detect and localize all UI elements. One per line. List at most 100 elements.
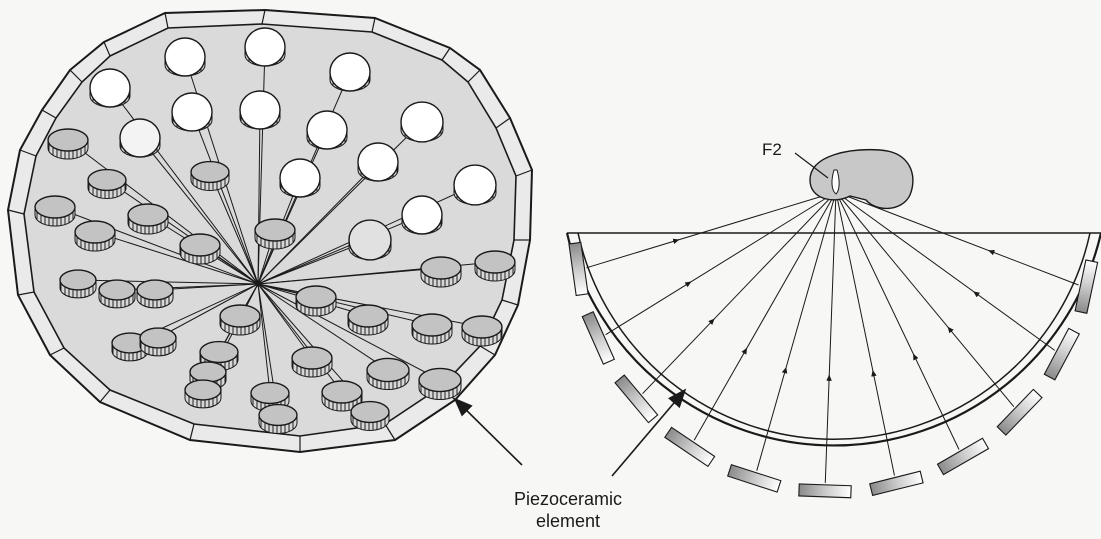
section-element-body xyxy=(997,389,1042,435)
callout-label-line2: element xyxy=(536,511,600,531)
beam-arrow-9 xyxy=(948,327,952,331)
piezo-element-face xyxy=(60,270,96,290)
section-element-body xyxy=(1075,260,1098,313)
piezo-element-26 xyxy=(99,280,135,308)
beam-arrow-8 xyxy=(913,354,915,359)
section-element-7 xyxy=(870,471,923,495)
piezo-element-face xyxy=(185,380,221,400)
piezo-element-22 xyxy=(180,234,220,264)
section-element-body xyxy=(799,484,851,498)
piezo-element-17 xyxy=(128,204,168,234)
section-element-body xyxy=(728,465,781,492)
piezo-element-44 xyxy=(351,402,389,431)
piezo-element-7 xyxy=(307,111,347,149)
piezo-element-11 xyxy=(191,162,229,191)
section-element-2 xyxy=(582,312,614,364)
piezo-element-4 xyxy=(90,69,130,107)
piezo-element-20 xyxy=(402,196,442,234)
piezo-element-face xyxy=(90,69,130,107)
section-element-9 xyxy=(997,389,1042,435)
piezo-element-face xyxy=(120,119,160,157)
piezo-element-14 xyxy=(454,165,496,205)
piezo-element-face xyxy=(358,143,398,181)
piezo-element-27 xyxy=(137,280,173,308)
piezo-element-face xyxy=(191,162,229,183)
piezo-element-1 xyxy=(165,38,205,76)
focus-label: F2 xyxy=(762,140,782,159)
piezo-element-face xyxy=(292,347,332,369)
piezo-element-23 xyxy=(421,257,461,287)
bowl-cross-section: F2 xyxy=(567,140,1101,498)
piezo-element-face xyxy=(180,234,220,256)
piezo-element-19 xyxy=(349,220,391,260)
piezo-element-37 xyxy=(367,358,409,389)
piezo-element-face xyxy=(245,28,285,66)
piezo-element-43 xyxy=(259,405,297,434)
piezo-element-8 xyxy=(401,102,443,142)
beam-4 xyxy=(694,192,836,440)
piezo-element-6 xyxy=(240,91,280,129)
section-element-6 xyxy=(799,484,851,498)
piezo-element-5 xyxy=(172,93,212,131)
piezo-element-face xyxy=(419,368,461,391)
piezo-element-32 xyxy=(462,316,502,346)
beam-arrow-5 xyxy=(784,368,786,374)
piezo-element-face xyxy=(140,328,176,348)
piezo-element-16 xyxy=(88,170,126,199)
beam-7 xyxy=(836,192,894,476)
piezo-element-38 xyxy=(419,368,461,399)
section-element-5 xyxy=(728,465,781,492)
piezo-element-31 xyxy=(412,314,452,344)
section-element-body xyxy=(1044,328,1079,380)
piezo-element-face xyxy=(348,305,388,327)
piezo-element-10 xyxy=(120,119,160,157)
piezo-element-face xyxy=(137,280,173,300)
piezo-element-36 xyxy=(292,347,332,377)
piezo-element-face xyxy=(220,305,260,327)
section-element-11 xyxy=(1075,260,1098,313)
piezo-element-face xyxy=(128,204,168,226)
piezo-element-face xyxy=(35,196,75,218)
piezo-element-face xyxy=(296,286,336,308)
piezo-element-3 xyxy=(330,53,370,91)
piezo-element-face xyxy=(367,358,409,381)
piezo-element-face xyxy=(322,381,362,403)
piezo-element-face xyxy=(421,257,461,279)
piezo-element-2 xyxy=(245,28,285,66)
piezo-element-face xyxy=(200,342,238,363)
piezo-element-face xyxy=(307,111,347,149)
cross-section-elements xyxy=(569,242,1098,497)
piezo-element-face xyxy=(190,362,226,382)
piezo-element-34 xyxy=(140,328,176,356)
beam-arrow-10 xyxy=(974,292,978,295)
beam-11 xyxy=(836,192,1079,285)
piezo-element-face xyxy=(172,93,212,131)
piezo-element-face xyxy=(351,402,389,423)
piezo-element-face xyxy=(255,219,295,241)
piezo-element-24 xyxy=(475,251,515,281)
section-element-body xyxy=(582,312,614,364)
piezo-element-13 xyxy=(358,143,398,181)
section-element-body xyxy=(665,427,715,466)
piezo-element-face xyxy=(454,165,496,205)
piezo-element-face xyxy=(251,383,289,404)
piezo-element-18 xyxy=(255,219,295,249)
piezo-element-face xyxy=(401,102,443,142)
beam-arrow-7 xyxy=(873,371,874,377)
piezo-element-face xyxy=(402,196,442,234)
section-element-body xyxy=(937,438,988,474)
piezo-element-12 xyxy=(280,159,320,197)
piezo-element-face xyxy=(475,251,515,273)
section-element-body xyxy=(615,375,658,423)
piezo-element-face xyxy=(99,280,135,300)
piezo-element-15 xyxy=(35,196,75,226)
focal-zone xyxy=(810,150,913,209)
callout-label-line1: Piezoceramic xyxy=(514,489,622,509)
beam-arrow-11 xyxy=(989,251,994,253)
piezo-element-face xyxy=(165,38,205,76)
section-element-3 xyxy=(615,375,658,423)
beam-arrow-1 xyxy=(674,240,679,242)
section-element-10 xyxy=(1044,328,1079,380)
